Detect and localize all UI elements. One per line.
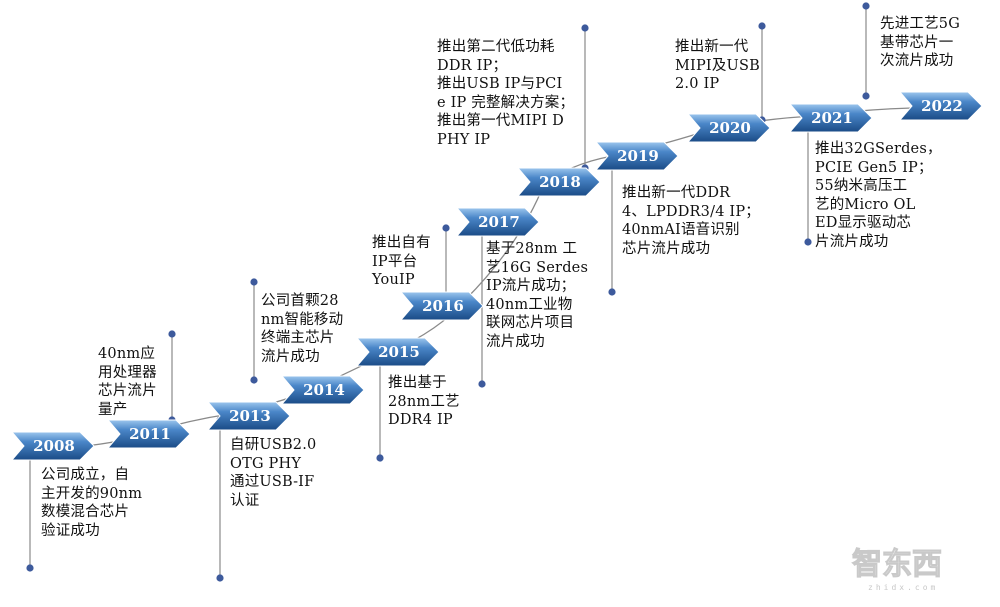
milestone-note-2017: 基于28nm 工 艺16G Serdes IP流片成功； 40nm工业物 联网芯… [486, 241, 589, 350]
watermark-subtext: zhidx.com [868, 583, 938, 592]
milestone-note-2019: 推出新一代DDR 4、LPDDR3/4 IP； 40nmAI语音识别 芯片流片成… [622, 185, 761, 257]
connector-dot-2016-top [442, 224, 450, 232]
milestone-note-2016: 推出自有 IP平台 YouIP [372, 235, 431, 288]
year-arrow-2014: 2014 [280, 375, 365, 405]
connector-dot-2008-bottom [26, 564, 34, 572]
year-arrow-2018: 2018 [516, 167, 601, 197]
year-label-2014: 2014 [303, 381, 345, 399]
connector-dot-2013-bottom [216, 574, 224, 582]
year-label-2008: 2008 [33, 437, 75, 455]
connector-dot-2021-bottom [804, 238, 812, 246]
year-arrow-shape-2014 [280, 375, 365, 405]
milestone-note-2015: 推出基于 28nm工艺 DDR4 IP [388, 375, 460, 428]
connector-dot-2015-bottom [376, 454, 384, 462]
year-label-2013: 2013 [229, 407, 271, 425]
connector-dot-2011-top [168, 330, 176, 338]
watermark-text: 智东西 [852, 547, 942, 582]
year-arrow-2019: 2019 [594, 141, 679, 171]
connector-dot-2019-bottom [608, 288, 616, 296]
connector-dot-2017-bottom [478, 380, 486, 388]
milestone-note-2022: 先进工艺5G 基带芯片一 次流片成功 [880, 16, 961, 69]
year-arrow-shape-2019 [594, 141, 679, 171]
year-arrow-2013: 2013 [206, 401, 291, 431]
year-label-2015: 2015 [378, 343, 420, 361]
year-arrow-2008: 2008 [10, 431, 95, 461]
connector-dot-2020-top [758, 22, 766, 30]
connector-dot-2018-top [581, 24, 589, 32]
year-arrow-2017: 2017 [455, 207, 540, 237]
year-arrow-shape-2021 [788, 103, 873, 133]
milestone-note-2014: 公司首颗28 nm智能移动 终端主芯片 流片成功 [261, 293, 344, 365]
connector-dot-2014-bottom [250, 376, 258, 384]
year-arrow-2016: 2016 [399, 291, 484, 321]
year-arrow-shape-2017 [455, 207, 540, 237]
milestone-note-2018: 推出第二代低功耗 DDR IP； 推出USB IP与PCI e IP 完整解决方… [437, 39, 575, 148]
year-arrow-shape-2013 [206, 401, 291, 431]
connector-dot-2022-bottom [862, 92, 870, 100]
milestone-note-2011: 40nm应 用处理器 芯片流片 量产 [98, 346, 157, 418]
year-arrow-shape-2016 [399, 291, 484, 321]
milestone-note-2008: 公司成立，自 主开发的90nm 数模混合芯片 验证成功 [41, 467, 143, 539]
year-arrow-2022: 2022 [898, 91, 983, 121]
year-arrow-2020: 2020 [686, 113, 771, 143]
year-arrow-2015: 2015 [355, 337, 440, 367]
year-label-2019: 2019 [617, 147, 659, 165]
year-arrow-shape-2011 [106, 419, 191, 449]
milestone-note-2013: 自研USB2.0 OTG PHY 通过USB-IF 认证 [230, 437, 317, 509]
connector-dot-2022-top [862, 2, 870, 10]
year-label-2011: 2011 [129, 425, 171, 443]
year-label-2017: 2017 [478, 213, 520, 231]
watermark-logo: 智东西 zhidx.com [848, 540, 968, 596]
year-label-2018: 2018 [539, 173, 581, 191]
year-arrow-2011: 2011 [106, 419, 191, 449]
year-arrow-shape-2018 [516, 167, 601, 197]
year-arrow-shape-2015 [355, 337, 440, 367]
year-label-2022: 2022 [921, 97, 963, 115]
year-arrow-shape-2020 [686, 113, 771, 143]
year-label-2020: 2020 [709, 119, 751, 137]
connector-dot-2014-top [250, 278, 258, 286]
year-arrow-2021: 2021 [788, 103, 873, 133]
year-arrow-shape-2008 [10, 431, 95, 461]
milestone-note-2020: 推出新一代 MIPI及USB 2.0 IP [675, 39, 760, 92]
year-label-2021: 2021 [811, 109, 853, 127]
milestone-note-2021: 推出32GSerdes， PCIE Gen5 IP； 55纳米高压工 艺的Mic… [815, 141, 942, 250]
year-arrow-shape-2022 [898, 91, 983, 121]
year-label-2016: 2016 [422, 297, 464, 315]
